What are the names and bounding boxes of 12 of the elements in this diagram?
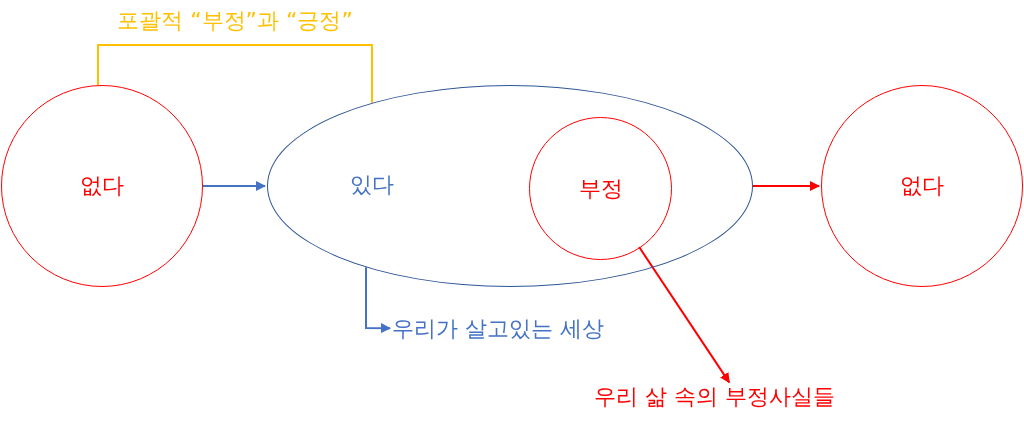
arrow bbox=[365, 266, 391, 334]
arrow bbox=[638, 246, 731, 384]
arrow bbox=[202, 181, 266, 191]
node-label: 부정 bbox=[578, 177, 623, 200]
node-label: 없다 bbox=[900, 175, 944, 197]
node-label: 없다 bbox=[80, 175, 124, 197]
node-label: 있다 bbox=[350, 174, 394, 196]
arrow bbox=[752, 181, 820, 191]
edge-label: 포괄적 “부정”과 “긍정” bbox=[117, 10, 353, 32]
text-label: 우리 삶 속의 부정사실들 bbox=[594, 384, 884, 410]
bracket-connector bbox=[97, 44, 373, 104]
text-label: 우리가 살고있는 세상 bbox=[392, 316, 644, 342]
